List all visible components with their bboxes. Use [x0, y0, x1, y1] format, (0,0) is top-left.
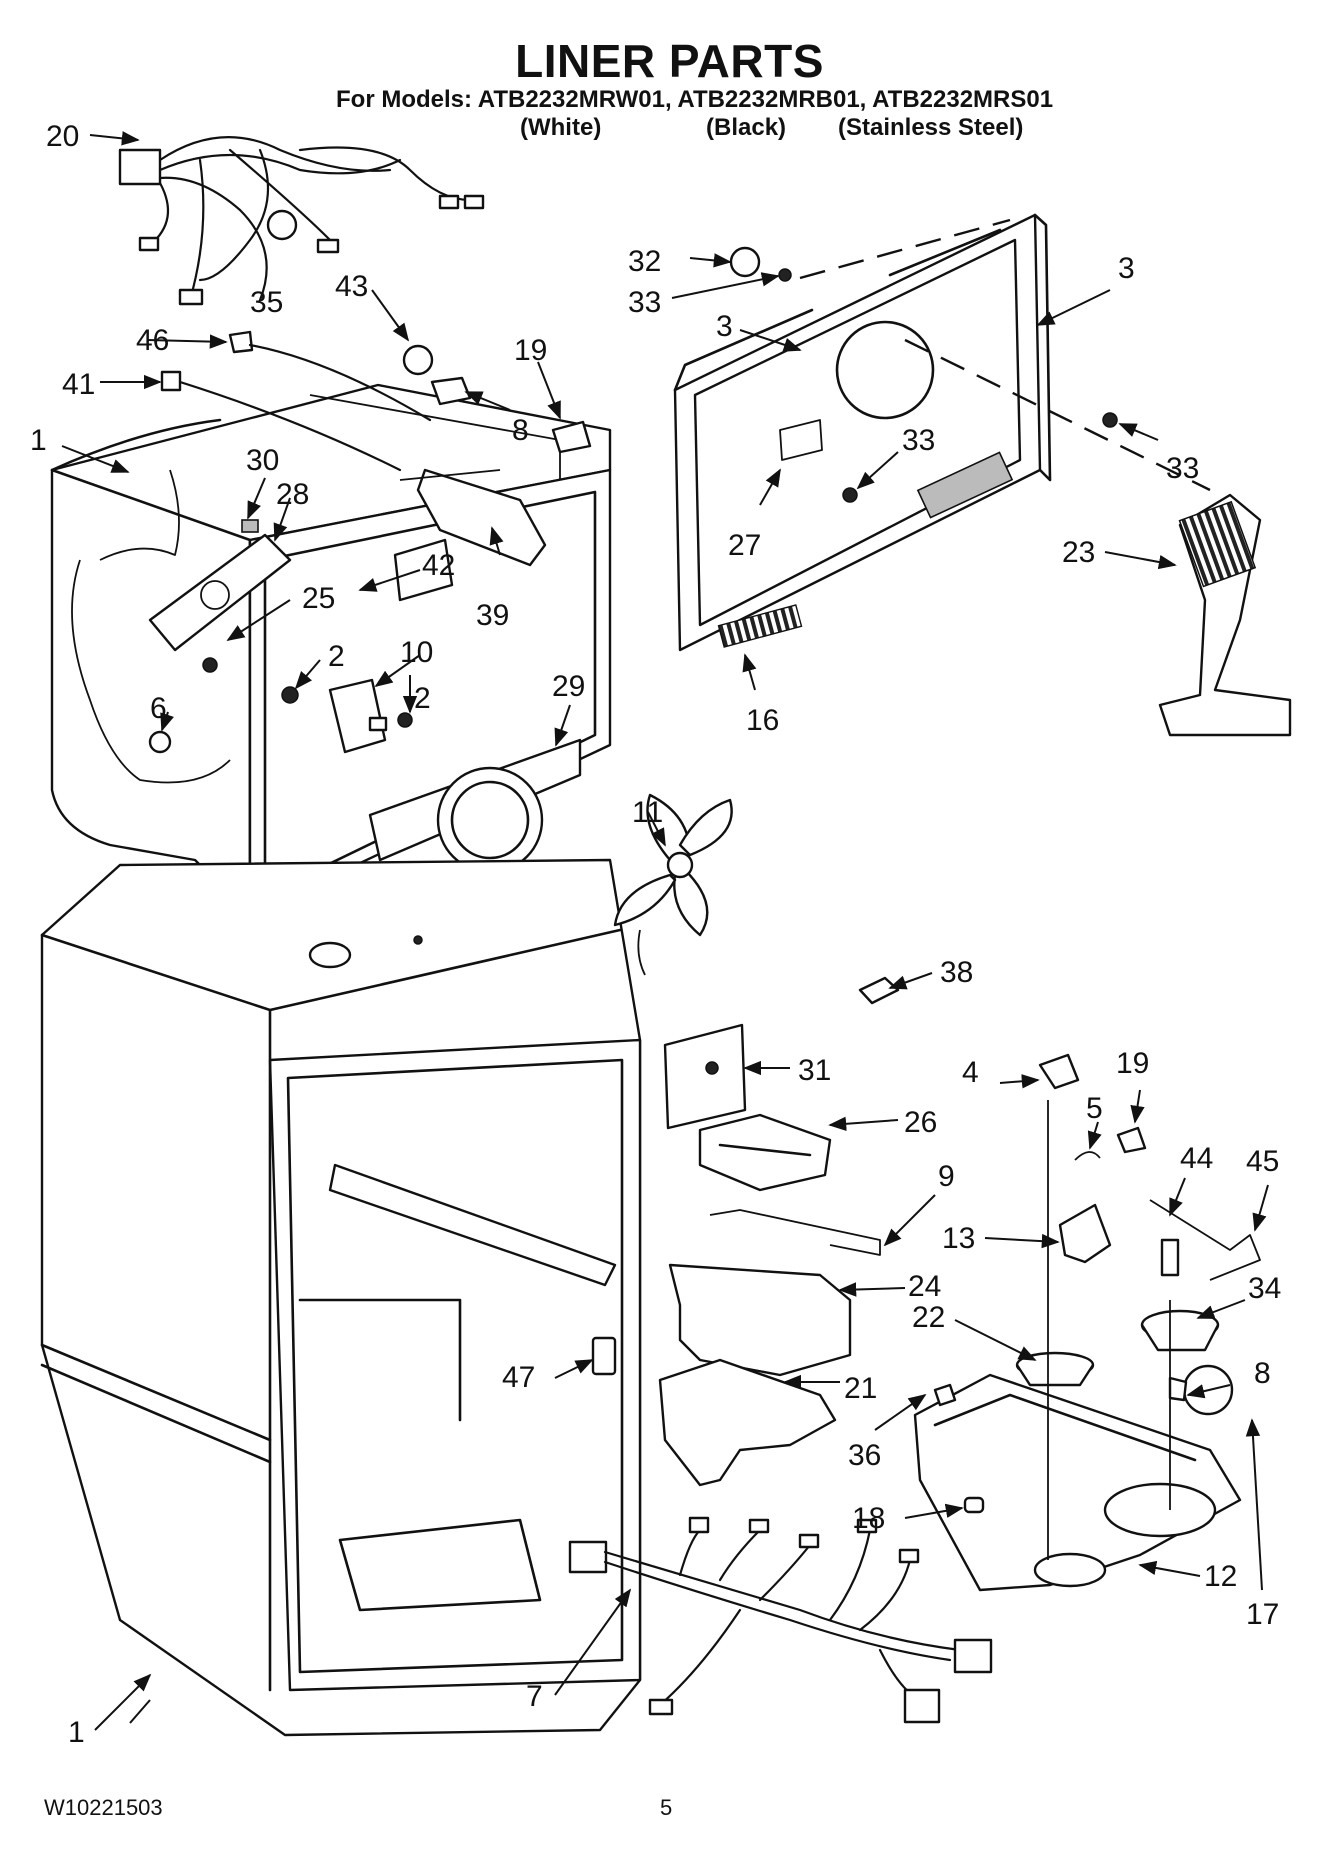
callout-3-left: 3 [716, 310, 733, 343]
callout-43: 43 [335, 270, 368, 303]
callout-8-lower: 8 [1254, 1357, 1271, 1390]
callout-18: 18 [852, 1502, 885, 1535]
callout-45: 45 [1246, 1145, 1279, 1178]
callout-5: 5 [1086, 1092, 1103, 1125]
callout-42: 42 [422, 549, 455, 582]
assembly-dashed-guide [799, 218, 1011, 280]
callout-10: 10 [400, 636, 433, 669]
callout-46: 46 [136, 324, 169, 357]
lower-control-housing-drawing [913, 1053, 1261, 1592]
callout-30: 30 [246, 444, 279, 477]
freezer-liner-drawing [50, 383, 612, 917]
callout-7: 7 [526, 1680, 543, 1713]
document-number: W10221503 [44, 1795, 163, 1820]
callout-19-upper: 19 [514, 334, 547, 367]
air-duct-drawing [1158, 493, 1292, 737]
callout-26: 26 [904, 1106, 937, 1139]
callout-24: 24 [908, 1270, 941, 1303]
leader-lines [61, 131, 1269, 1731]
callout-31: 31 [798, 1054, 831, 1087]
callout-16: 16 [746, 704, 779, 737]
assembly-dashed-guide [904, 338, 1211, 492]
callout-32: 32 [628, 245, 661, 278]
callout-44: 44 [1180, 1142, 1213, 1175]
callout-9: 9 [938, 1160, 955, 1193]
callout-33-middle: 33 [902, 424, 935, 457]
callout-17: 17 [1246, 1598, 1279, 1631]
callout-29: 29 [552, 670, 585, 703]
callout-labels: 20 35 43 46 41 19 8 1 30 28 42 25 39 10 … [30, 120, 1281, 1749]
callout-2-right: 2 [414, 682, 431, 715]
callout-12: 12 [1204, 1560, 1237, 1593]
callout-3-right: 3 [1118, 252, 1135, 285]
callout-20: 20 [46, 120, 79, 153]
callout-6: 6 [150, 692, 167, 725]
upper-wire-harness-drawing [118, 136, 485, 306]
page-number: 5 [660, 1795, 673, 1820]
callout-21: 21 [844, 1372, 877, 1405]
callout-38: 38 [940, 956, 973, 989]
callout-1-upper: 1 [30, 424, 47, 457]
lower-middle-parts-drawing [658, 976, 900, 1487]
callout-27: 27 [728, 529, 761, 562]
callout-25: 25 [302, 582, 335, 615]
callout-23: 23 [1062, 536, 1095, 569]
callout-34: 34 [1248, 1272, 1281, 1305]
callout-39: 39 [476, 599, 509, 632]
callout-8-upper: 8 [512, 414, 529, 447]
models-line: For Models: ATB2232MRW01, ATB2232MRB01, … [336, 86, 1054, 113]
fresh-food-liner-drawing [40, 858, 642, 1737]
callout-4: 4 [962, 1056, 979, 1089]
page-title: LINER PARTS [515, 35, 824, 87]
variant-white: (White) [520, 114, 602, 141]
callout-28: 28 [276, 478, 309, 511]
callout-13: 13 [942, 1222, 975, 1255]
callout-47: 47 [502, 1361, 535, 1394]
callout-36: 36 [848, 1439, 881, 1472]
callout-35: 35 [250, 286, 283, 319]
callout-19-lower: 19 [1116, 1047, 1149, 1080]
callout-1-lower: 1 [68, 1716, 85, 1749]
lower-wire-harness-drawing [568, 1516, 993, 1724]
evaporator-cover-drawing [673, 213, 1118, 652]
callout-2-left: 2 [328, 640, 345, 673]
callout-33-top: 33 [628, 286, 661, 319]
callout-33-right: 33 [1166, 452, 1199, 485]
callout-11: 11 [632, 796, 663, 829]
callout-22: 22 [912, 1301, 945, 1334]
variant-stainless-steel: (Stainless Steel) [838, 114, 1024, 141]
variant-black: (Black) [706, 114, 787, 141]
callout-41: 41 [62, 368, 95, 401]
